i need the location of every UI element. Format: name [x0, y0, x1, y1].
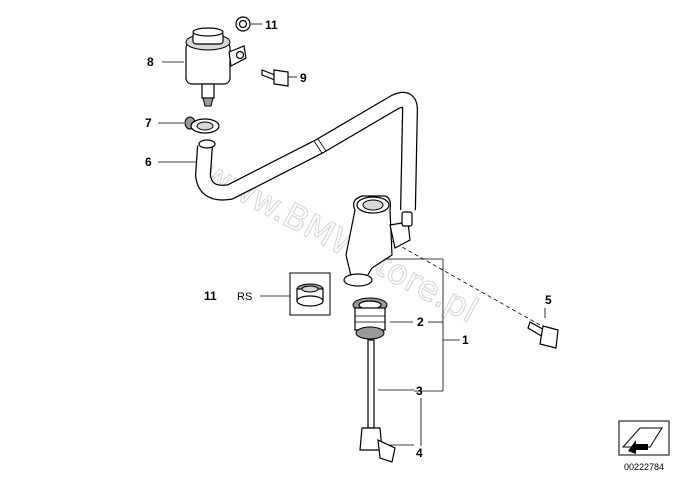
callout-6: 6 — [145, 155, 152, 169]
diagram-code: 00222784 — [624, 462, 664, 472]
callout-5: 5 — [545, 293, 552, 307]
reservoir-part — [185, 27, 247, 107]
callout-4: 4 — [416, 446, 423, 460]
callout-1: 1 — [462, 333, 469, 347]
push-rod-part — [359, 339, 396, 463]
hose-part — [195, 91, 418, 211]
bolt-5-part — [527, 321, 559, 349]
callout-10: 11 — [265, 18, 278, 32]
callout-11: 11 — [204, 289, 217, 303]
callout-3: 3 — [416, 384, 423, 398]
hose-clamp-part — [184, 116, 220, 134]
master-cylinder-part — [343, 195, 413, 287]
leader-lines — [158, 23, 546, 446]
piston-kit-part — [352, 297, 388, 340]
callout-8: 8 — [147, 55, 154, 69]
bolt-9-part — [261, 69, 289, 87]
rs-label: RS — [237, 291, 252, 303]
orientation-symbol — [618, 420, 670, 456]
callout-9: 9 — [300, 71, 307, 85]
washer-part — [235, 16, 251, 32]
seal-box — [289, 272, 331, 316]
callout-2: 2 — [417, 315, 424, 329]
callout-7: 7 — [145, 116, 152, 130]
